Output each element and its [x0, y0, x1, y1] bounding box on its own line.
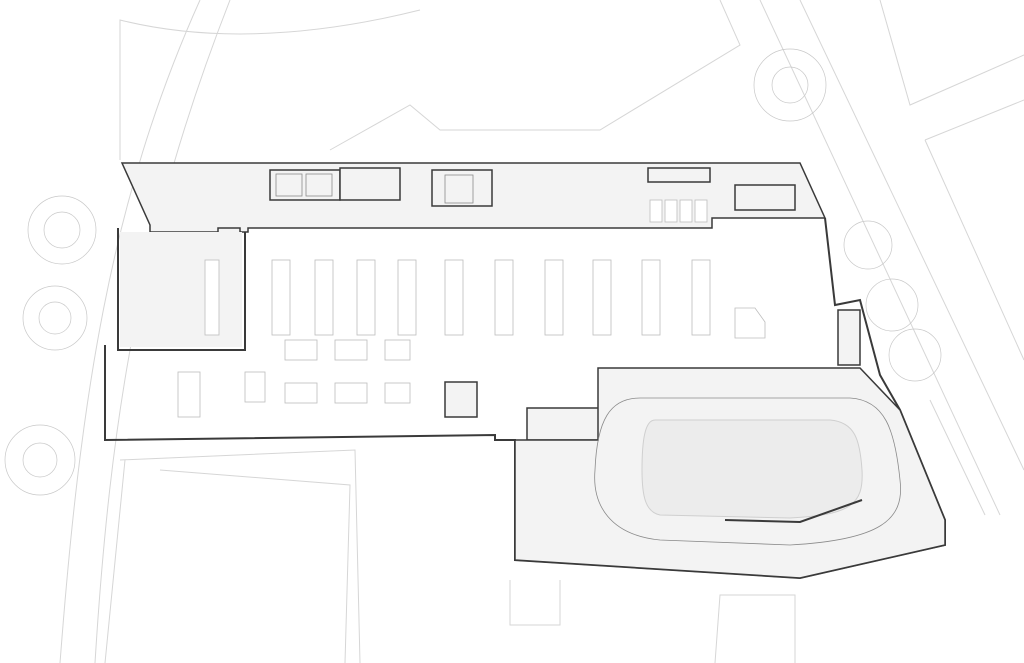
tree-icon — [22, 285, 88, 351]
tree-icon — [865, 278, 919, 332]
tree-icon — [888, 328, 942, 382]
main-hall — [104, 217, 946, 580]
trees — [4, 48, 942, 496]
tree-icon — [843, 220, 893, 270]
tree-icon — [4, 424, 76, 496]
site-context — [59, 0, 1024, 663]
booths — [177, 259, 766, 418]
parking-stalls-north — [649, 199, 708, 223]
tree-icon — [753, 48, 827, 122]
tree-icon — [27, 195, 97, 265]
rink-area — [514, 309, 946, 579]
north-service-wing — [120, 162, 827, 233]
